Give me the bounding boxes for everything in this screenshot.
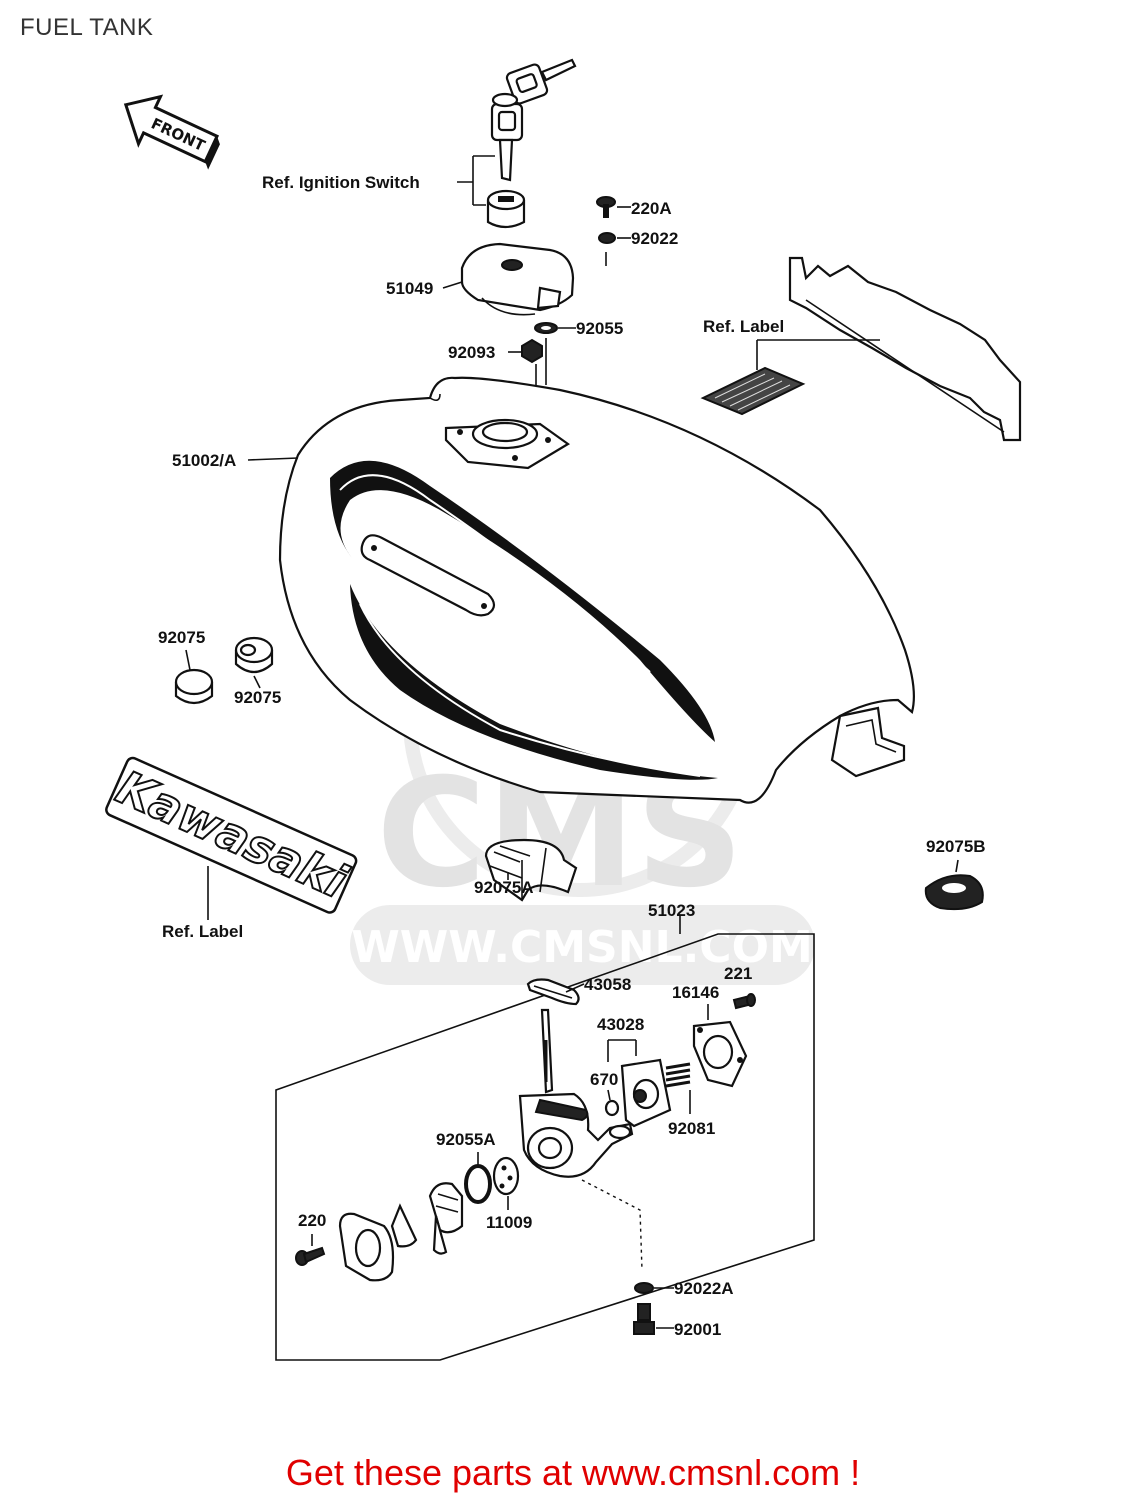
washer-92022: [598, 232, 616, 244]
watermark-url: WWW.CMSNL.COM: [351, 922, 813, 973]
label-51002A: 51002/A: [172, 451, 236, 470]
nut-92093: [521, 338, 543, 364]
screw-220: [295, 1246, 326, 1266]
label-92055A: 92055A: [436, 1130, 496, 1149]
gasket-92055: [534, 322, 558, 334]
reference-label-strip: [788, 256, 1022, 442]
o-ring-92055A: [464, 1164, 492, 1204]
label-ref-label-right: Ref. Label: [703, 317, 784, 336]
label-92075B: 92075B: [926, 837, 986, 856]
label-92075A: 92075A: [474, 878, 534, 897]
grommet-92075B: [924, 874, 984, 911]
label-92081: 92081: [668, 1119, 715, 1138]
mounting-plate: [338, 1212, 395, 1282]
label-92022A: 92022A: [674, 1279, 734, 1298]
label-220A: 220A: [631, 199, 672, 218]
spring-92081: [665, 1062, 691, 1088]
damper-92075-a: [174, 668, 214, 705]
emblem-brand: Kawasaki: [109, 760, 356, 909]
ignition-cylinder: [486, 189, 526, 229]
label-51023: 51023: [648, 901, 695, 920]
label-670: 670: [590, 1070, 618, 1089]
kawasaki-emblem: Kawasaki: [105, 756, 358, 914]
label-43028: 43028: [597, 1015, 644, 1034]
label-16146: 16146: [672, 983, 719, 1002]
page-title: FUEL TANK: [20, 14, 154, 41]
pad-92075A: [484, 838, 578, 902]
front-arrow: FRONT: [123, 94, 220, 170]
label-51049: 51049: [386, 279, 433, 298]
bolt-92001: [633, 1303, 655, 1335]
label-92075-top: 92075: [158, 628, 205, 647]
label-92075-bottom: 92075: [234, 688, 281, 707]
label-ref-ignition-switch: Ref. Ignition Switch: [262, 173, 420, 192]
diaphragm-plate-43028: [620, 1058, 672, 1128]
strainer-cup: [428, 1182, 464, 1255]
o-ring-670: [604, 1099, 620, 1117]
filter-11009: [492, 1156, 520, 1196]
label-92022: 92022: [631, 229, 678, 248]
label-221: 221: [724, 964, 752, 983]
damper-92075-b: [234, 636, 274, 674]
label-92055: 92055: [576, 319, 623, 338]
label-220: 220: [298, 1211, 326, 1230]
label-11009: 11009: [486, 1213, 532, 1232]
cover-16146: [692, 1020, 748, 1088]
fuel-tank-51002A: [278, 376, 915, 804]
fuel-cock-body: [518, 1008, 634, 1178]
reference-label-patch: [700, 366, 806, 416]
label-ref-label-left: Ref. Label: [162, 922, 243, 941]
gasket-triangle: [390, 1203, 418, 1248]
screw-220A: [596, 196, 616, 218]
fuel-cap-51049: [460, 242, 575, 316]
label-92093: 92093: [448, 343, 495, 362]
ignition-keys: [490, 58, 577, 182]
label-92001: 92001: [674, 1320, 721, 1339]
cms-watermark: CMS WWW.CMSNL.COM: [350, 543, 815, 985]
screw-221: [732, 993, 756, 1010]
footer-cta[interactable]: Get these parts at www.cmsnl.com !: [285, 1452, 861, 1493]
label-43058: 43058: [584, 975, 631, 994]
washer-92022A: [634, 1282, 654, 1294]
gasket-43058: [526, 978, 580, 1006]
